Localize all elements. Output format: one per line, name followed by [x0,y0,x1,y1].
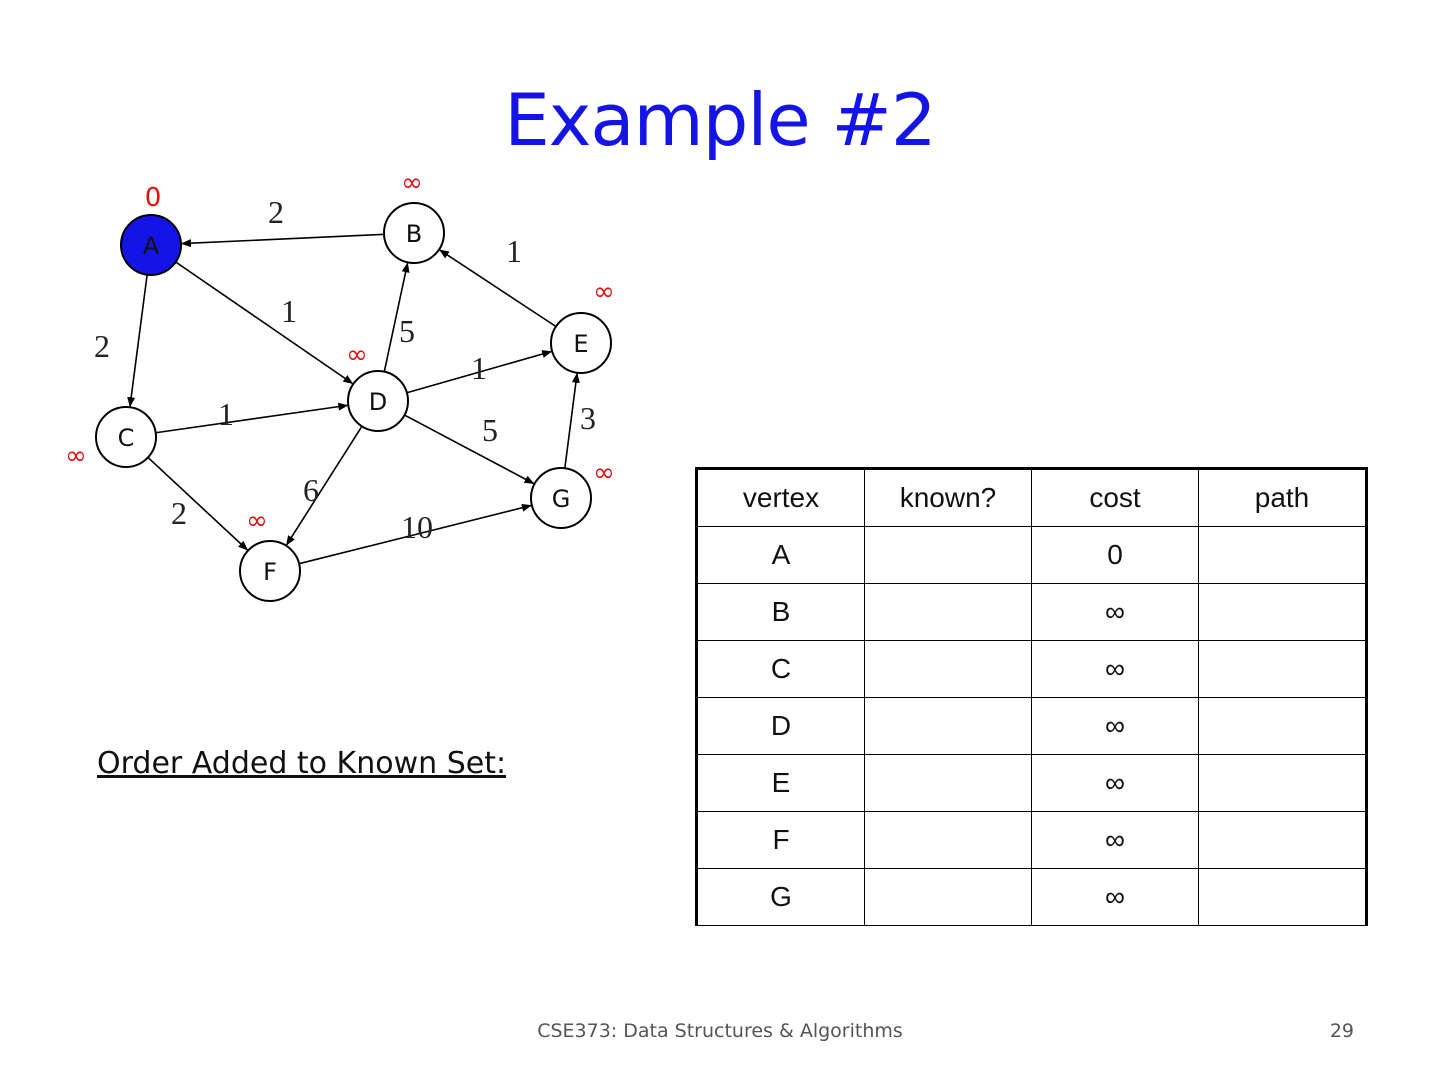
node-cost-d: ∞ [346,340,368,370]
edge-c-f [147,456,249,551]
table-row: G ∞ [696,868,1367,926]
edge-c-d [155,402,349,434]
table-row: E ∞ [696,754,1367,812]
edge-weight-c-f: 2 [171,495,187,531]
cell-path [1198,697,1367,755]
cell-path [1198,583,1367,641]
edge-weight-d-f: 6 [303,472,319,508]
cell-known [864,640,1032,698]
dijkstra-table: vertex known? cost path A 0 B ∞ C ∞ D ∞ [695,467,1368,926]
cell-known [864,754,1032,812]
cell-path [1198,811,1367,869]
edge-weight-d-g: 5 [482,412,498,448]
node-label-g: G [552,485,571,513]
node-cost-a: 0 [145,183,162,213]
header-vertex: vertex [696,468,865,527]
cell-vertex: E [696,754,865,812]
cell-cost: ∞ [1031,697,1199,755]
node-cost-b: ∞ [401,168,423,198]
cell-cost: ∞ [1031,640,1199,698]
node-label-e: E [573,330,588,358]
edge-weight-f-g: 10 [401,509,433,545]
node-cost-g: ∞ [593,458,615,488]
edge-weight-a-d: 1 [281,293,297,329]
cell-cost: ∞ [1031,754,1199,812]
edge-g-e [564,372,580,469]
cell-vertex: A [696,526,865,584]
cell-path [1198,754,1367,812]
edge-d-f [285,425,363,546]
node-e [550,312,612,374]
node-cost-e: ∞ [593,277,615,307]
edge-a-c [127,274,148,408]
edge-weight-d-b: 5 [399,313,415,349]
node-cost-c: ∞ [65,441,87,471]
cell-vertex: F [696,811,865,869]
node-a [120,214,182,276]
order-added-label: Order Added to Known Set: [97,746,507,781]
cell-cost: ∞ [1031,583,1199,641]
cell-cost: ∞ [1031,811,1199,869]
slide-title: Example #2 [504,78,936,162]
edge-a-d [175,261,354,385]
header-known: known? [864,468,1032,527]
cell-path [1198,526,1367,584]
edge-f-g [298,503,532,565]
cell-known [864,868,1032,926]
node-label-a: A [143,232,160,260]
table-row: B ∞ [696,583,1367,641]
header-cost: cost [1031,468,1199,527]
node-label-c: C [118,424,135,452]
node-d [347,370,409,432]
cell-vertex: D [696,697,865,755]
graph-diagram: 2 2 1 5 1 1 1 5 3 6 2 10 A B C D E F G 0 ∞ ∞ ∞ ∞ ∞ ∞ [65,168,615,602]
footer-course: CSE373: Data Structures & Algorithms [537,1020,903,1042]
table-row: D ∞ [696,697,1367,755]
cell-cost: 0 [1031,526,1199,584]
node-cost-f: ∞ [246,506,268,536]
node-label-d: D [369,388,387,416]
edge-d-g [404,414,535,485]
table-row: A 0 [696,526,1367,584]
edge-e-b [439,249,557,328]
cell-known [864,811,1032,869]
edge-d-e [406,350,553,394]
cell-vertex: G [696,868,865,926]
node-label-b: B [406,220,422,248]
edge-weight-a-c: 2 [94,328,110,364]
node-b [383,202,445,264]
edge-weight-b-a: 2 [268,194,284,230]
table-row: C ∞ [696,640,1367,698]
cell-known [864,526,1032,584]
cell-cost: ∞ [1031,868,1199,926]
node-label-f: F [263,558,277,586]
cell-known [864,583,1032,641]
table-row: F ∞ [696,811,1367,869]
edge-weight-e-b: 1 [506,233,522,269]
edge-weight-d-e: 1 [471,350,487,386]
cell-path [1198,640,1367,698]
edge-weight-g-e: 3 [580,400,596,436]
page-number: 29 [1329,1020,1354,1042]
edge-weight-c-d: 1 [218,396,234,432]
cell-path [1198,868,1367,926]
header-path: path [1198,468,1367,527]
node-g [530,467,592,529]
edge-b-a [180,233,385,248]
cell-vertex: B [696,583,865,641]
cell-vertex: C [696,640,865,698]
edge-d-b [383,262,410,372]
cell-known [864,697,1032,755]
node-f [239,540,301,602]
node-c [95,406,157,468]
table-header-row: vertex known? cost path [696,468,1367,527]
